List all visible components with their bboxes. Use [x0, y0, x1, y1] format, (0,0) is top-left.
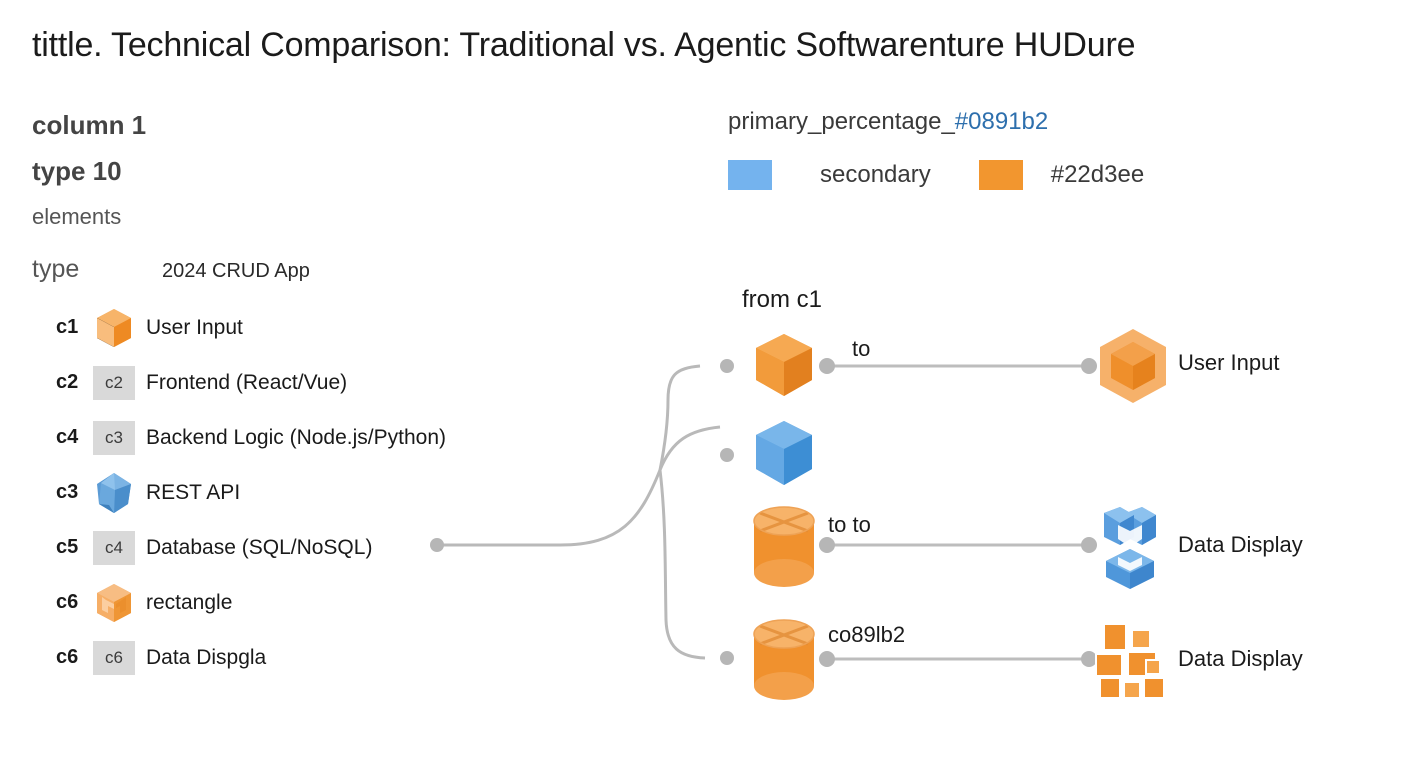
- row-chip-slot: c2: [90, 363, 138, 403]
- row-label: User Input: [146, 315, 243, 339]
- row-label: Database (SQL/NoSQL): [146, 535, 373, 559]
- list-item[interactable]: c6 rectangle: [56, 575, 596, 630]
- row-label: Data Dispgla: [146, 645, 267, 669]
- legend-accent-hex: #22d3ee: [1050, 161, 1145, 188]
- list-item[interactable]: c3 REST API: [56, 465, 596, 520]
- orange-cylinder-icon[interactable]: [748, 505, 820, 594]
- row-code: c5: [56, 536, 79, 558]
- row-label: Backend Logic (Node.js/Python): [146, 425, 446, 449]
- list-item[interactable]: c1 User Input: [56, 300, 596, 355]
- column-subheading: elements: [32, 204, 122, 229]
- row-chip-slot: c3: [90, 418, 138, 458]
- row-code: c4: [56, 426, 79, 448]
- row-chip: c6: [93, 640, 135, 675]
- legend-primary-row: primary_percentage_#0891b2: [728, 108, 1048, 136]
- edge-label: to: [852, 336, 871, 361]
- row-chip-slot: c4: [90, 528, 138, 568]
- row-code: c6: [56, 646, 79, 668]
- row-label: Frontend (React/Vue): [146, 370, 348, 394]
- row-code: c1: [56, 316, 79, 338]
- orange-notch-cube-icon: [90, 583, 138, 623]
- list-item[interactable]: c5 c4 Database (SQL/NoSQL): [56, 520, 596, 575]
- orange-squares-icon[interactable]: [1094, 620, 1174, 705]
- list-item[interactable]: c2 c2 Frontend (React/Vue): [56, 355, 596, 410]
- row-chip: c2: [93, 365, 135, 400]
- blue-cube-icon[interactable]: [748, 415, 820, 498]
- edge-label: to to: [828, 512, 871, 537]
- legend-primary-label: primary_percentage_: [728, 108, 955, 135]
- target-node-label: Data Display: [1178, 646, 1303, 671]
- target-node-label: Data Display: [1178, 532, 1303, 557]
- page-title: tittle. Technical Comparison: Traditiona…: [32, 26, 1136, 64]
- row-code: c6: [56, 591, 79, 613]
- legend-primary-hex: #0891b2: [954, 108, 1049, 135]
- orange-cylinder-icon[interactable]: [748, 618, 820, 707]
- target-node-label: User Input: [1178, 350, 1280, 375]
- list-item[interactable]: c6 c6 Data Dispgla: [56, 630, 596, 685]
- type-column-header: type: [32, 255, 80, 283]
- row-label: rectangle: [146, 590, 233, 614]
- legend-swatch-accent: [978, 160, 1023, 190]
- app-name-label: 2024 CRUD App: [162, 260, 310, 282]
- row-chip-slot: c6: [90, 638, 138, 678]
- legend-secondary-label: secondary: [820, 161, 931, 188]
- row-code: c2: [56, 371, 79, 393]
- orange-cube-icon[interactable]: [748, 330, 820, 409]
- orange-cube-icon: [90, 308, 138, 348]
- column-heading-2: type 10: [32, 156, 122, 186]
- column-heading-1: column 1: [32, 110, 147, 140]
- row-label: REST API: [146, 480, 241, 504]
- from-node-label: from c1: [742, 286, 823, 313]
- row-code: c3: [56, 481, 79, 503]
- element-list: c1 User Input c2 c2 Frontend (React/Vue): [56, 300, 596, 685]
- list-item[interactable]: c4 c3 Backend Logic (Node.js/Python): [56, 410, 596, 465]
- row-chip: c4: [93, 530, 135, 565]
- blue-polyhedron-icon: [90, 472, 138, 513]
- row-chip: c3: [93, 420, 135, 455]
- orange-hexagon-icon[interactable]: [1094, 326, 1172, 411]
- legend-swatch-secondary: [728, 160, 772, 190]
- edge-label: co89lb2: [828, 622, 906, 647]
- blue-stacked-cubes-icon[interactable]: [1090, 505, 1170, 594]
- legend-secondary-row: secondary #22d3ee: [728, 160, 1144, 190]
- legend: primary_percentage_#0891b2 secondary #22…: [728, 108, 1144, 190]
